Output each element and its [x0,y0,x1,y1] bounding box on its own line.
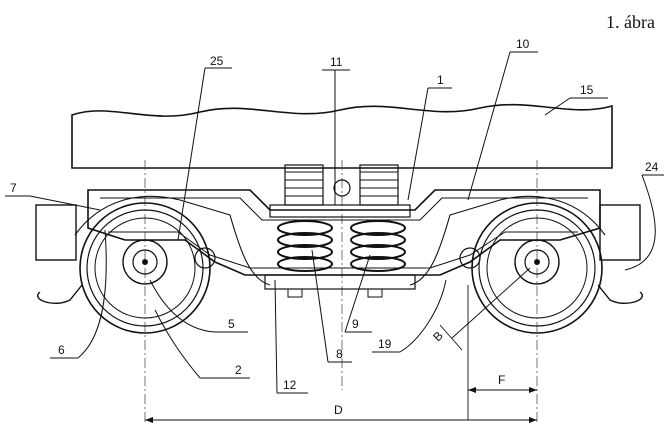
callout-15: 15 [580,83,594,97]
callout-9: 9 [352,317,359,331]
callout-11: 11 [330,55,343,69]
center-lines [144,160,538,425]
dimension-lines [145,267,537,421]
figure-caption: 1. ábra [606,12,655,32]
car-body [71,103,613,169]
dimension-labels: B F D [334,329,505,417]
dimension-d-label: D [334,403,343,417]
bogie-frame [87,189,601,276]
callout-2: 2 [235,363,242,377]
callout-25: 25 [210,54,224,68]
dimension-arrows [145,387,537,423]
callout-5: 5 [228,317,235,331]
callout-7: 7 [10,181,17,195]
left-wheelset [79,202,216,334]
dimension-f-label: F [498,373,505,387]
upper-spring-stacks [284,164,399,206]
central-coil-springs [264,179,416,298]
callout-12: 12 [283,378,297,392]
callout-6: 6 [58,343,65,357]
callout-24: 24 [645,160,659,174]
callout-1: 1 [437,73,444,87]
callout-10: 10 [516,37,530,51]
right-wheelset [459,202,603,334]
callout-19: 19 [378,337,392,351]
leader-lines [5,51,664,394]
callout-8: 8 [336,347,343,361]
dimension-b-label: B [430,329,446,345]
end-boxes [35,204,643,304]
piping [74,195,606,286]
callout-labels: 25 11 1 10 15 24 7 6 5 2 12 8 9 19 [10,37,659,392]
